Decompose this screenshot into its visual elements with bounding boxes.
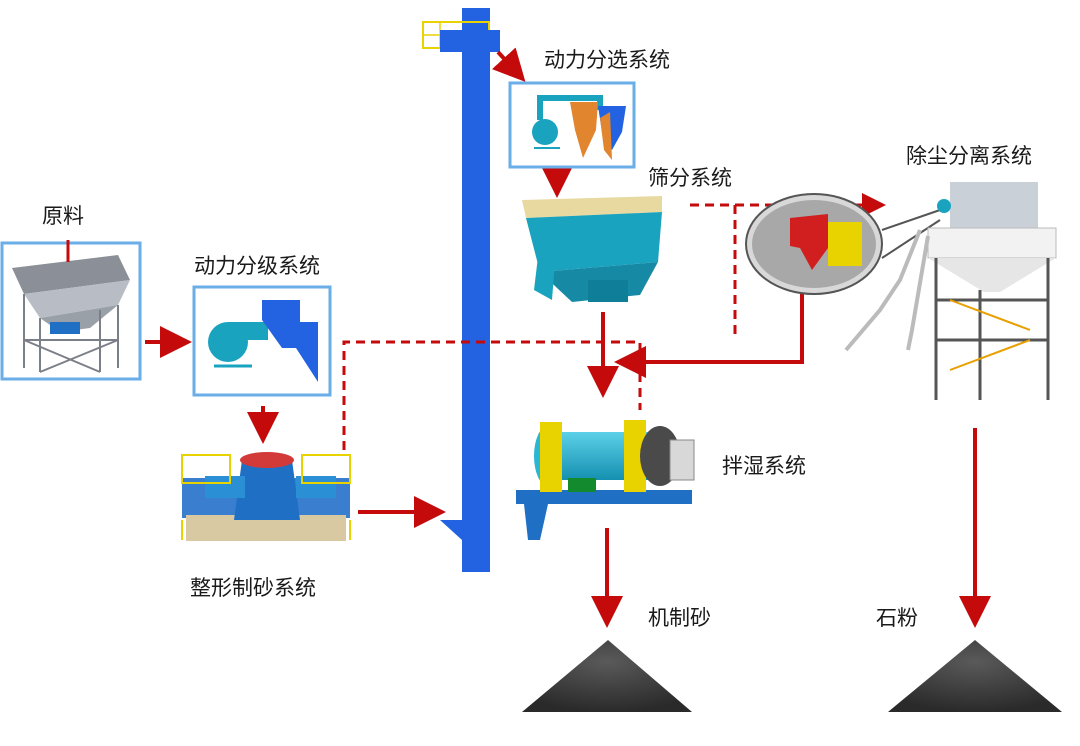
label-machine-made-sand: 机制砂 xyxy=(648,606,711,630)
machine-sand-pile xyxy=(522,640,692,712)
dynamic-classifier xyxy=(192,285,332,397)
wet-mixing-drum xyxy=(516,420,695,540)
bucket-elevator xyxy=(422,8,500,572)
label-dust-removal: 除尘分离系统 xyxy=(906,144,1032,168)
label-wet-mixing: 拌湿系统 xyxy=(722,454,806,478)
label-stone-powder: 石粉 xyxy=(876,606,918,630)
raw-material-hopper xyxy=(0,240,142,381)
label-shaping-sand-making: 整形制砂系统 xyxy=(190,576,316,600)
arrow-elevator-to-separator xyxy=(491,47,526,82)
stone-powder-pile xyxy=(888,640,1062,712)
label-screening: 筛分系统 xyxy=(648,166,732,190)
dynamic-separator xyxy=(508,81,636,169)
label-raw-material: 原料 xyxy=(42,204,84,228)
arrow-dust-to-mixer xyxy=(614,290,804,378)
sand-making-machine xyxy=(181,452,351,541)
label-dynamic-classification: 动力分级系统 xyxy=(194,254,320,278)
dust-removal-tower xyxy=(844,182,1057,400)
vibrating-screen xyxy=(522,196,662,302)
label-dynamic-separation: 动力分选系统 xyxy=(544,48,670,72)
dust-collector-detail xyxy=(745,193,941,295)
dashed-classifier-to-mixer xyxy=(342,340,642,450)
flow-arrows-solid xyxy=(145,47,991,628)
